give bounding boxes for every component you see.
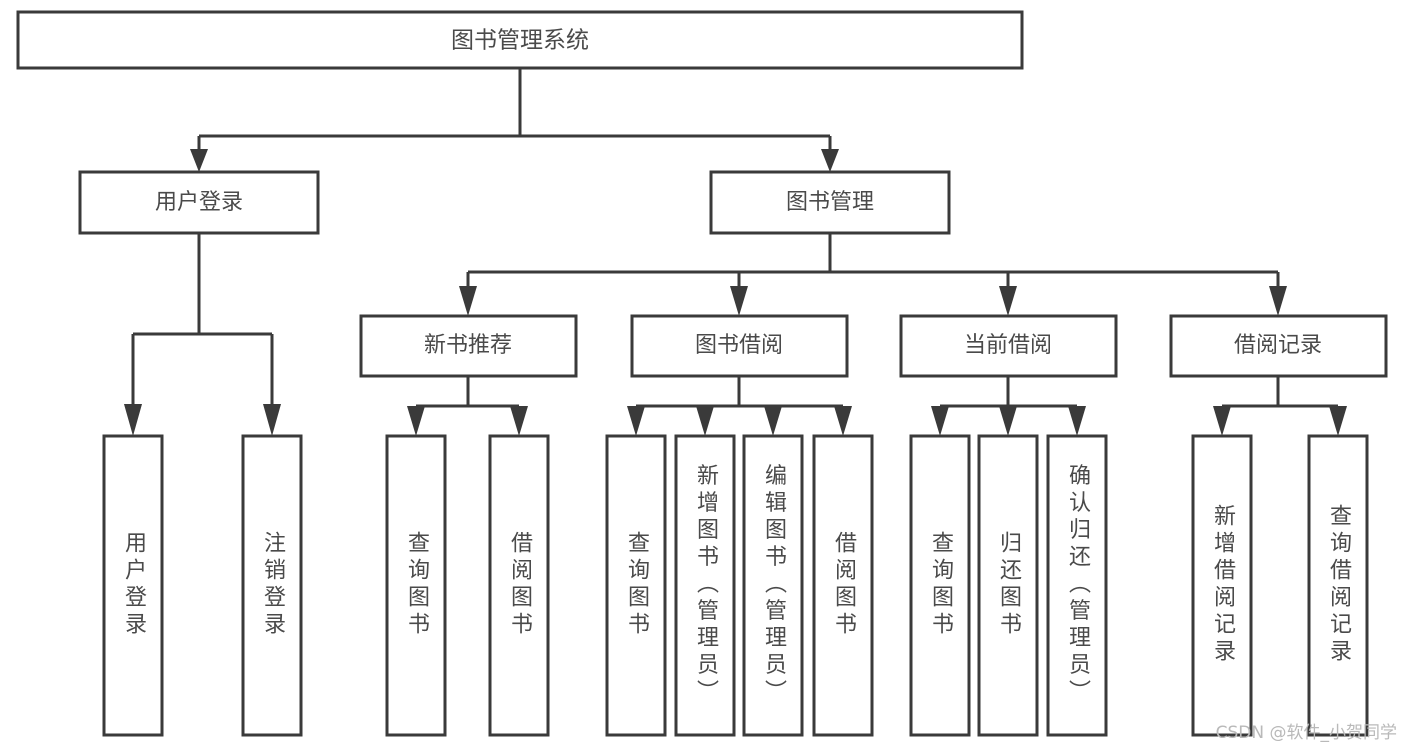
node-leaf-query-book-1[interactable]: 查询图书 — [385, 434, 447, 737]
arrow-head-leaf-borrow-book-2 — [834, 406, 852, 436]
node-book-manage-label: 图书管理 — [786, 190, 874, 215]
node-leaf-confirm-return[interactable]: 确认归还（管理员） — [1046, 434, 1108, 737]
node-leaf-query-record[interactable]: 查询借阅记录 — [1307, 434, 1369, 737]
node-leaf-query-record-label: 查询借阅记录 — [1326, 504, 1352, 666]
node-leaf-query-book-2[interactable]: 查询图书 — [605, 434, 667, 737]
node-leaf-query-book-1-box[interactable] — [385, 434, 447, 737]
arrow-head-leaf-query-book-1 — [407, 406, 425, 436]
node-book-borrow-box[interactable] — [630, 314, 849, 378]
node-leaf-edit-book-label: 编辑图书（管理员） — [761, 464, 787, 707]
node-leaf-return-book[interactable]: 归还图书 — [977, 434, 1039, 737]
arrow-head-book-borrow — [730, 286, 748, 316]
node-user-login-box[interactable] — [78, 170, 320, 235]
leaf-layer: 用户登录 注销登录 查询图书 借阅图书 查询图书 新增图书（管理员） — [102, 434, 1369, 737]
node-leaf-borrow-book-1[interactable]: 借阅图书 — [488, 434, 550, 737]
node-leaf-add-record[interactable]: 新增借阅记录 — [1191, 434, 1253, 737]
node-leaf-user-login[interactable]: 用户登录 — [102, 434, 164, 737]
node-borrow-record-label: 借阅记录 — [1234, 333, 1322, 358]
node-leaf-edit-book-box[interactable] — [742, 434, 804, 737]
arrow-head-leaf-query-book-2 — [627, 406, 645, 436]
node-leaf-user-login-box[interactable] — [102, 434, 164, 737]
node-borrow-record[interactable]: 借阅记录 — [1169, 314, 1388, 378]
node-leaf-user-login-label: 用户登录 — [121, 531, 147, 639]
node-new-book-rec-box[interactable] — [359, 314, 578, 378]
arrow-head-new-book-rec — [459, 286, 477, 316]
arrow-head-current-borrow — [999, 286, 1017, 316]
node-leaf-add-record-label: 新增借阅记录 — [1210, 504, 1236, 666]
node-leaf-logout-label: 注销登录 — [260, 531, 286, 639]
node-leaf-confirm-return-box[interactable] — [1046, 434, 1108, 737]
node-book-manage[interactable]: 图书管理 — [709, 170, 951, 235]
node-leaf-query-book-2-label: 查询图书 — [624, 531, 650, 639]
arrow-head-book-manage — [821, 149, 839, 172]
node-leaf-borrow-book-2-box[interactable] — [812, 434, 874, 737]
arrow-head-leaf-logout — [263, 404, 281, 436]
arrow-head-leaf-user-login — [124, 404, 142, 436]
node-leaf-return-book-label: 归还图书 — [996, 531, 1022, 639]
node-book-borrow[interactable]: 图书借阅 — [630, 314, 849, 378]
node-leaf-add-record-box[interactable] — [1191, 434, 1253, 737]
arrow-head-leaf-query-book-3 — [931, 406, 949, 436]
node-leaf-query-book-2-box[interactable] — [605, 434, 667, 737]
node-leaf-add-book[interactable]: 新增图书（管理员） — [674, 434, 736, 737]
arrow-head-leaf-add-book — [696, 406, 714, 436]
node-user-login[interactable]: 用户登录 — [78, 170, 320, 235]
node-new-book-rec-label: 新书推荐 — [424, 333, 512, 358]
node-root-box[interactable] — [16, 10, 1024, 70]
node-leaf-add-book-box[interactable] — [674, 434, 736, 737]
arrow-head-leaf-edit-book — [764, 406, 782, 436]
node-book-borrow-label: 图书借阅 — [695, 333, 783, 358]
node-current-borrow[interactable]: 当前借阅 — [899, 314, 1118, 378]
node-leaf-return-book-box[interactable] — [977, 434, 1039, 737]
node-leaf-edit-book[interactable]: 编辑图书（管理员） — [742, 434, 804, 737]
node-leaf-query-book-3[interactable]: 查询图书 — [909, 434, 971, 737]
node-current-borrow-label: 当前借阅 — [964, 333, 1052, 358]
node-leaf-borrow-book-1-box[interactable] — [488, 434, 550, 737]
node-current-borrow-box[interactable] — [899, 314, 1118, 378]
arrow-head-leaf-query-record — [1329, 406, 1347, 436]
node-user-login-label: 用户登录 — [155, 190, 243, 215]
node-root-label: 图书管理系统 — [451, 28, 589, 54]
connector-layer — [124, 68, 1347, 436]
arrow-head-leaf-confirm-return — [1068, 406, 1086, 436]
node-leaf-confirm-return-label: 确认归还（管理员） — [1065, 464, 1091, 707]
node-leaf-query-record-box[interactable] — [1307, 434, 1369, 737]
node-leaf-query-book-3-box[interactable] — [909, 434, 971, 737]
arrow-head-user-login — [190, 149, 208, 172]
node-book-manage-box[interactable] — [709, 170, 951, 235]
node-leaf-query-book-3-label: 查询图书 — [928, 531, 954, 639]
node-leaf-borrow-book-1-label: 借阅图书 — [507, 531, 533, 639]
node-borrow-record-box[interactable] — [1169, 314, 1388, 378]
arrow-head-leaf-borrow-book-1 — [510, 406, 528, 436]
node-leaf-logout-box[interactable] — [241, 434, 303, 737]
node-root[interactable]: 图书管理系统 — [16, 10, 1024, 70]
node-leaf-query-book-1-label: 查询图书 — [404, 531, 430, 639]
node-new-book-rec[interactable]: 新书推荐 — [359, 314, 578, 378]
arrow-head-leaf-return-book — [999, 406, 1017, 436]
node-leaf-borrow-book-2-label: 借阅图书 — [831, 531, 857, 639]
node-leaf-add-book-label: 新增图书（管理员） — [693, 464, 719, 707]
node-leaf-borrow-book-2[interactable]: 借阅图书 — [812, 434, 874, 737]
arrow-head-leaf-add-record — [1213, 406, 1231, 436]
arrow-head-borrow-record — [1269, 286, 1287, 316]
csdn-watermark: CSDN @软件_小贺同学 — [1215, 723, 1397, 743]
node-leaf-logout[interactable]: 注销登录 — [241, 434, 303, 737]
